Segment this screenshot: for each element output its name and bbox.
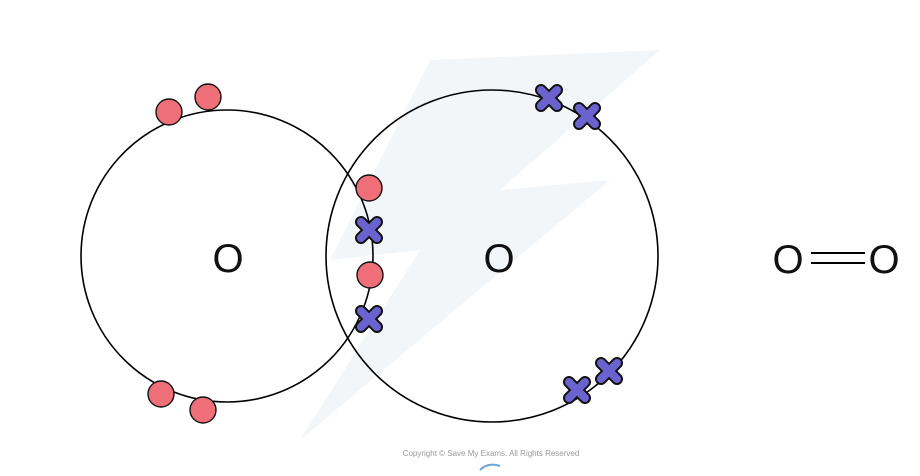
dot-electron — [147, 380, 175, 408]
dot-electron — [189, 396, 217, 424]
cross-electron — [535, 84, 563, 112]
shared-dot-electron — [355, 174, 383, 202]
shared-cross-electron — [355, 305, 383, 333]
cross-electron — [573, 102, 601, 130]
formula-right-atom: O — [868, 238, 899, 282]
left-atom-shell — [80, 109, 374, 403]
shared-cross-electron — [355, 216, 383, 244]
shared-dot-electron — [356, 261, 384, 289]
right-atom-shell — [325, 89, 659, 423]
cross-electron — [563, 376, 591, 404]
right-atom-symbol: O — [483, 237, 514, 281]
dot-electron — [194, 83, 222, 111]
dot-electron — [155, 98, 183, 126]
left-atom-symbol: O — [212, 237, 243, 281]
copyright-notice: Copyright © Save My Exams. All Rights Re… — [403, 449, 580, 458]
formula-left-atom: O — [772, 238, 803, 282]
brand-logo-icon — [479, 463, 501, 471]
watermark-logo-icon — [300, 50, 660, 440]
cross-electron — [595, 357, 623, 385]
